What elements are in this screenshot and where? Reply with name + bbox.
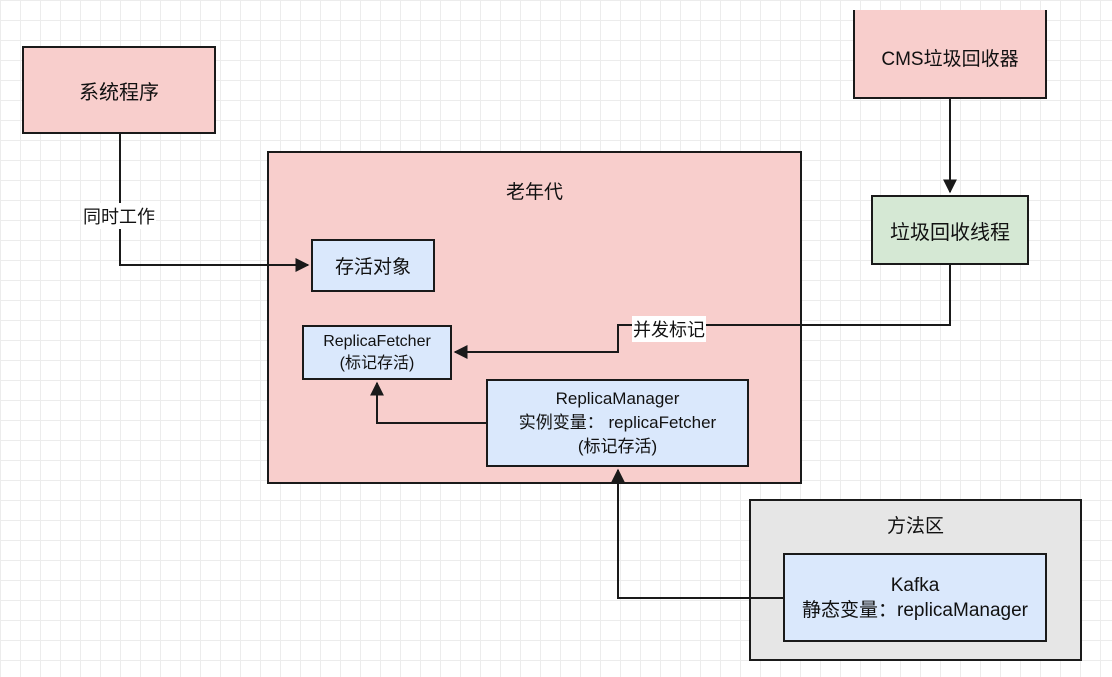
kafka-line1: Kafka [890, 574, 940, 596]
cms-collector-label: CMS垃圾回收器 [881, 49, 1019, 70]
system-program-label: 系统程序 [79, 81, 159, 104]
system-program-node[interactable]: 系统程序 [22, 46, 216, 134]
live-objects-node[interactable]: 存活对象 [311, 239, 435, 292]
old-generation-title: 老年代 [505, 182, 563, 203]
method-area-title: 方法区 [886, 516, 944, 537]
edge-system-to-live-objects[interactable] [119, 134, 310, 272]
edge-replica-manager-to-fetcher[interactable] [370, 381, 486, 424]
kafka-line2: 静态变量：replicaManager [802, 599, 1028, 621]
replica-manager-node[interactable]: ReplicaManager 实例变量： replicaFetcher (标记存… [486, 379, 749, 467]
edge-label-work-together: 同时工作 [82, 203, 156, 229]
replica-manager-line3: (标记存活) [577, 437, 658, 456]
gc-thread-label: 垃圾回收线程 [890, 221, 1010, 244]
replica-fetcher-line2: (标记存活) [339, 354, 415, 372]
edge-label-concurrent-mark: 并发标记 [632, 316, 706, 342]
replica-fetcher-node[interactable]: ReplicaFetcher (标记存活) [302, 325, 452, 380]
live-objects-label: 存活对象 [334, 257, 411, 278]
kafka-node[interactable]: Kafka 静态变量：replicaManager [783, 553, 1047, 642]
replica-manager-line1: ReplicaManager [555, 389, 680, 408]
edge-gc-thread-to-replica-fetcher[interactable] [453, 265, 951, 359]
gc-thread-node[interactable]: 垃圾回收线程 [871, 195, 1029, 265]
replica-manager-line2: 实例变量： replicaFetcher [518, 413, 717, 432]
cms-collector-node[interactable]: CMS垃圾回收器 [853, 10, 1047, 99]
replica-fetcher-line1: ReplicaFetcher [323, 332, 431, 350]
edge-kafka-to-replica-manager[interactable] [611, 468, 783, 599]
